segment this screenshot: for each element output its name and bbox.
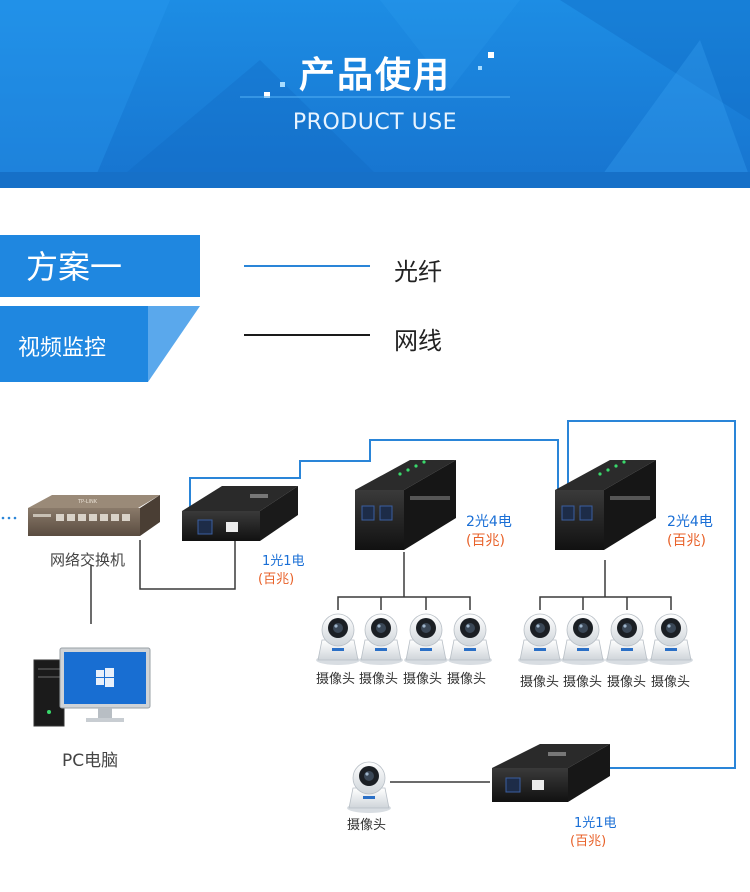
camera-label: 摄像头: [316, 672, 356, 687]
camera-label: 摄像头: [347, 818, 387, 833]
converter-mid-type: 2光4电: [466, 514, 512, 530]
media-converter-left: [182, 486, 298, 541]
cable-links: [90, 540, 672, 783]
converter-left-speed: (百兆): [258, 572, 295, 587]
network-switch: TP-LINK: [28, 495, 160, 536]
legend-cable-line: [244, 334, 370, 336]
page-subtitle: PRODUCT USE: [292, 110, 458, 135]
converter-bottom-type: 1光1电: [574, 816, 617, 831]
camera-label: 摄像头: [520, 675, 560, 690]
switch-dots: [1, 516, 17, 520]
converter-left-type: 1光1电: [262, 554, 305, 569]
converter-bottom-speed: (百兆): [570, 834, 607, 849]
camera-label: 摄像头: [563, 675, 603, 690]
converter-right-speed: (百兆): [667, 533, 706, 549]
plan-sub-backdrop: [0, 306, 200, 382]
camera-icon: [560, 613, 606, 666]
camera-icon: [358, 613, 404, 666]
legend-cable-label: 网线: [394, 327, 442, 355]
legend-fiber-line: [244, 265, 370, 267]
banner-notch: [366, 175, 386, 185]
switch-brand: TP-LINK: [77, 499, 98, 505]
converter-right-type: 2光4电: [667, 514, 713, 530]
legend-fiber-label: 光纤: [394, 258, 442, 286]
camera-label: 摄像头: [359, 672, 399, 687]
media-converter-mid: [355, 460, 456, 550]
camera-label: 摄像头: [403, 672, 443, 687]
media-converter-right: [555, 460, 656, 550]
switch-label: 网络交换机: [50, 551, 126, 569]
camera-icon: [403, 613, 449, 666]
camera-icon: [648, 613, 694, 666]
camera-icon: [517, 613, 563, 666]
converter-mid-speed: (百兆): [466, 533, 505, 549]
media-converter-bottom: [492, 744, 610, 802]
pc-computer: [33, 647, 151, 727]
plan-title-box: [0, 235, 200, 297]
banner-background-shapes: [0, 0, 750, 178]
camera-group-right: [517, 613, 694, 666]
plan-title: 方案一: [26, 248, 123, 286]
camera-icon: [315, 613, 361, 666]
fiber-links: [189, 420, 736, 769]
camera-label: 摄像头: [651, 675, 691, 690]
pc-label: PC电脑: [62, 751, 119, 771]
plan-subtitle: 视频监控: [18, 336, 107, 361]
page-title: 产品使用: [298, 55, 451, 96]
camera-label: 摄像头: [447, 672, 487, 687]
camera-group-mid: [315, 613, 493, 666]
camera-icon: [447, 613, 493, 666]
header-banner: 产品使用 PRODUCT USE: [0, 0, 750, 178]
camera-label: 摄像头: [607, 675, 647, 690]
camera-icon: [604, 613, 650, 666]
camera-icon: [346, 761, 392, 814]
